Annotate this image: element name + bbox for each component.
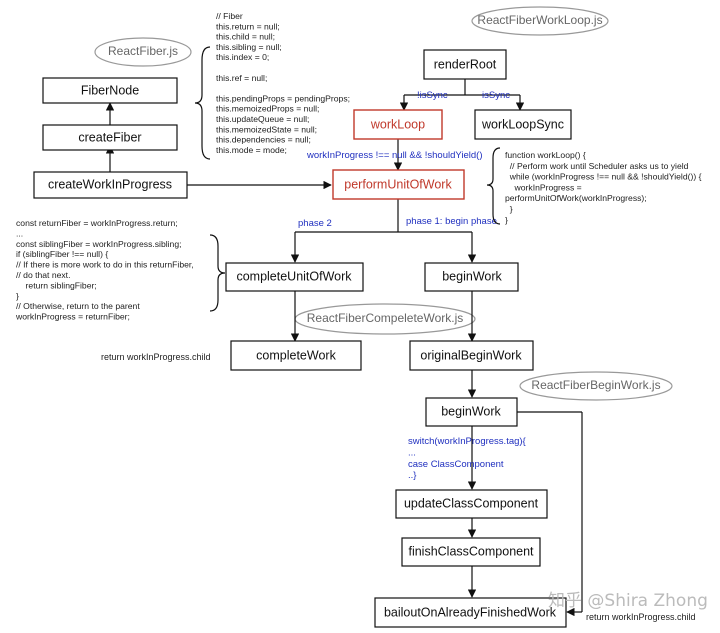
brace-complete — [209, 234, 226, 312]
code-line: this.sibling = null; — [216, 42, 282, 52]
node-work-loop[interactable]: workLoop — [353, 109, 443, 140]
code-line: // do that next. — [16, 270, 70, 280]
cloud-react-fiber: ReactFiber.js — [94, 37, 192, 67]
node-update-class-label: updateClassComponent — [404, 496, 539, 510]
node-perform-unit-label: performUnitOfWork — [344, 177, 452, 191]
node-render-root[interactable]: renderRoot — [423, 49, 507, 80]
node-finish-class-component[interactable]: finishClassComponent — [401, 537, 541, 567]
switch-line: ... — [408, 447, 416, 458]
cloud-workloop-label: ReactFiberWorkLoop.js — [477, 13, 602, 27]
code-line: return siblingFiber; — [16, 280, 97, 290]
code-line: this.dependencies = null; — [216, 135, 311, 145]
node-create-fiber-label: createFiber — [78, 130, 141, 144]
node-work-loop-label: workLoop — [370, 117, 425, 131]
node-complete-work-label: completeWork — [256, 348, 336, 362]
code-line: this.return = null; — [216, 21, 280, 31]
label-return-child-left: return workInProgress.child — [101, 352, 211, 362]
code-line: // Perform work until Scheduler asks us … — [505, 161, 689, 171]
cloud-completework-label: ReactFiberCompeleteWork.js — [307, 311, 464, 325]
code-line: this.mode = mode; — [216, 145, 287, 155]
label-phase-2: phase 2 — [298, 218, 332, 229]
code-line: while (workInProgress !== null && !shoul… — [505, 172, 702, 182]
code-line: this.memoizedState = null; — [216, 124, 317, 134]
label-loop-condition: workInProgress !== null && !shouldYield(… — [306, 150, 482, 161]
node-begin-work[interactable]: beginWork — [424, 262, 519, 292]
code-line: } — [505, 204, 513, 214]
code-line: this.ref = null; — [216, 73, 267, 83]
code-line: ... — [16, 228, 23, 238]
edges — [105, 79, 583, 617]
code-line: this.memoizedProps = null; — [216, 104, 319, 114]
node-fiber-node-label: FiberNode — [81, 83, 139, 97]
brace-workloop — [486, 147, 501, 225]
code-line: workInProgress = — [505, 182, 582, 192]
cloud-react-fiber-completework: ReactFiberCompeleteWork.js — [294, 303, 476, 335]
node-complete-unit-of-work[interactable]: completeUnitOfWork — [225, 262, 364, 292]
node-render-root-label: renderRoot — [434, 57, 497, 71]
node-original-begin-label: originalBeginWork — [420, 348, 522, 362]
cloud-react-fiber-workloop: ReactFiberWorkLoop.js — [471, 6, 609, 36]
node-create-work-in-progress[interactable]: createWorkInProgress — [33, 171, 188, 199]
code-complete-unit-function: const returnFiber = workInProgress.retur… — [15, 218, 194, 322]
code-line: } — [505, 215, 508, 225]
node-complete-work[interactable]: completeWork — [230, 340, 362, 371]
code-line: this.updateQueue = null; — [216, 114, 309, 124]
cloud-beginwork-label: ReactFiberBeginWork.js — [531, 378, 660, 392]
code-line: // If there is more work to do in this r… — [16, 260, 194, 270]
brace-fiber — [194, 46, 211, 160]
code-line: workInProgress = returnFiber; — [15, 312, 130, 322]
node-complete-unit-label: completeUnitOfWork — [236, 269, 352, 283]
node-bailout-label: bailoutOnAlreadyFinishedWork — [384, 605, 557, 619]
code-line: performUnitOfWork(workInProgress); — [505, 193, 647, 203]
switch-line: case ClassComponent — [408, 459, 504, 470]
code-workloop-function: function workLoop() { // Perform work un… — [505, 150, 702, 225]
code-line: function workLoop() { — [505, 150, 586, 160]
code-line: this.pendingProps = pendingProps; — [216, 93, 350, 103]
cloud-react-fiber-label: ReactFiber.js — [108, 44, 178, 58]
label-return-child-right: return workInProgress.child — [586, 612, 696, 622]
code-line: this.child = null; — [216, 32, 275, 42]
watermark: 知乎 @Shira Zhong — [548, 591, 708, 611]
label-not-is-sync: !isSync — [417, 90, 448, 101]
node-bailout-on-already-finished-work[interactable]: bailoutOnAlreadyFinishedWork — [374, 597, 567, 628]
code-line: // Fiber — [216, 11, 243, 21]
code-line: } — [16, 291, 19, 301]
cloud-react-fiber-beginwork: ReactFiberBeginWork.js — [519, 371, 673, 401]
node-perform-unit-of-work[interactable]: performUnitOfWork — [332, 169, 465, 200]
node-work-loop-sync[interactable]: workLoopSync — [474, 109, 572, 140]
code-line: // Otherwise, return to the parent — [16, 301, 140, 311]
node-begin-work-label: beginWork — [442, 269, 502, 283]
code-line: const siblingFiber = workInProgress.sibl… — [16, 239, 182, 249]
node-begin-work-2-label: beginWork — [441, 404, 501, 418]
node-original-begin-work[interactable]: originalBeginWork — [409, 340, 534, 371]
node-update-class-component[interactable]: updateClassComponent — [395, 489, 548, 519]
node-create-wip-label: createWorkInProgress — [48, 177, 172, 191]
label-phase-1: phase 1: begin phase — [406, 216, 497, 227]
switch-line: ..} — [408, 470, 416, 481]
node-begin-work-2[interactable]: beginWork — [425, 397, 518, 427]
node-work-loop-sync-label: workLoopSync — [481, 117, 564, 131]
code-line: this.index = 0; — [216, 52, 269, 62]
node-finish-class-label: finishClassComponent — [408, 544, 534, 558]
code-line: if (siblingFiber !== null) { — [16, 249, 108, 259]
node-create-fiber[interactable]: createFiber — [42, 124, 178, 151]
label-is-sync: isSync — [482, 90, 510, 101]
switch-case-code: switch(workInProgress.tag){...case Class… — [408, 436, 526, 481]
code-line: const returnFiber = workInProgress.retur… — [16, 218, 178, 228]
switch-line: switch(workInProgress.tag){ — [408, 436, 526, 447]
node-fiber-node[interactable]: FiberNode — [42, 77, 178, 104]
